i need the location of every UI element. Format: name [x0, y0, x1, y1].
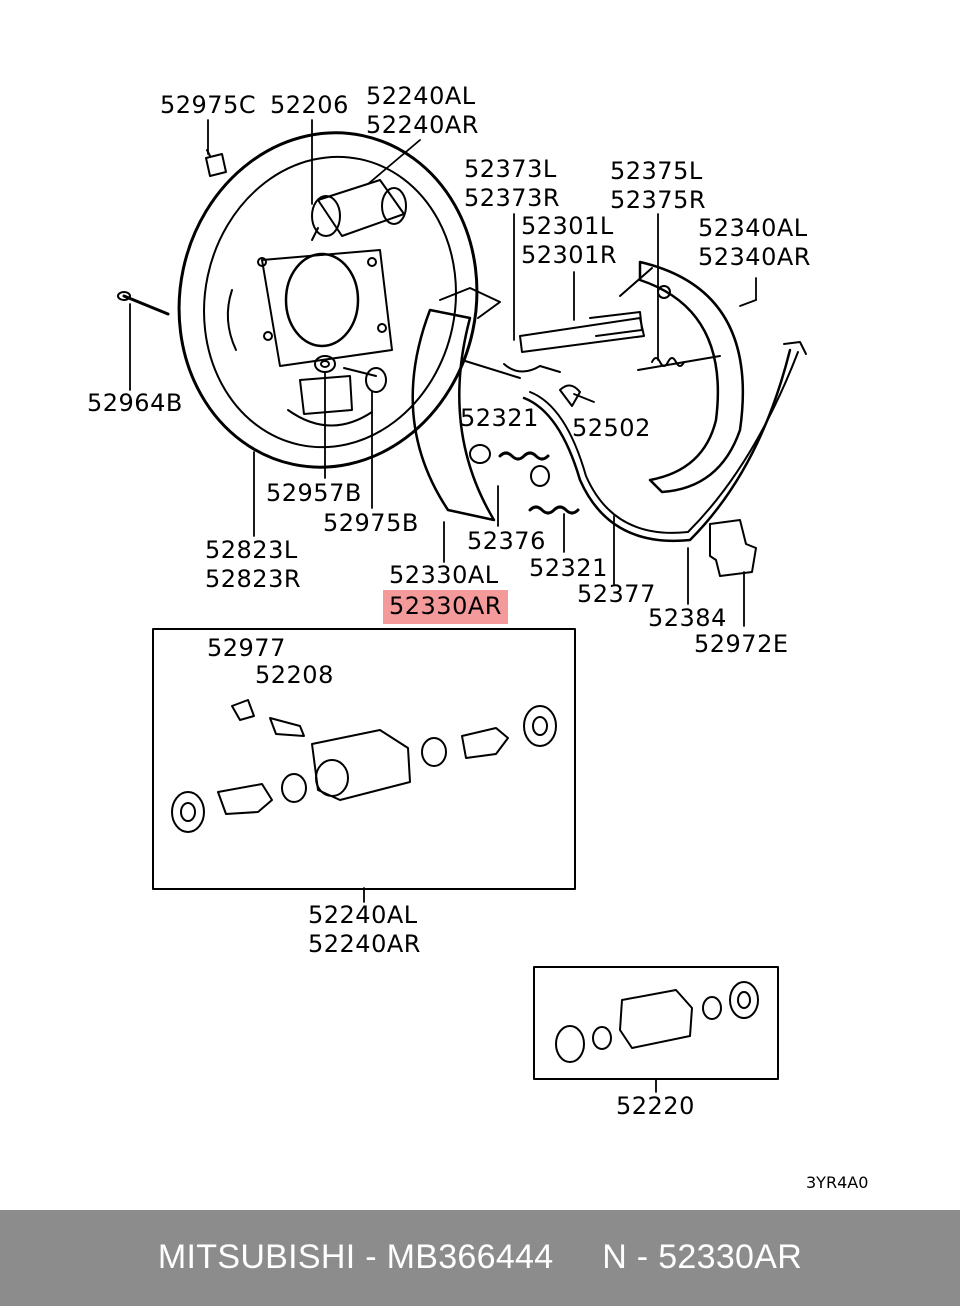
footer-separator-2: -	[627, 1238, 659, 1276]
washer-52957B	[314, 355, 336, 373]
brake-assembly-drawing	[117, 119, 807, 1093]
bleeder-cap-52975C	[205, 149, 227, 177]
callout-52208: 52208	[255, 661, 334, 689]
callout-52975C: 52975C	[160, 91, 257, 119]
highlighted-part-52330AR: 52330AR	[383, 590, 508, 624]
pin-52964B	[117, 291, 170, 316]
callout-52206: 52206	[270, 91, 349, 119]
repair-kit-box	[533, 966, 779, 1080]
brake-shoe-52330A	[411, 287, 521, 522]
callout-52972E: 52972E	[694, 630, 789, 658]
footer-n: N	[602, 1238, 628, 1276]
bracket-52972E	[709, 519, 757, 577]
callout-52964B: 52964B	[87, 389, 183, 417]
adjuster-strut-52301	[503, 311, 645, 373]
callout-52384: 52384	[648, 604, 727, 632]
callout-52975B: 52975B	[323, 509, 419, 537]
callout-52376: 52376	[467, 527, 546, 555]
backing-plate	[177, 131, 479, 469]
bolt-52975B	[343, 367, 387, 393]
diagram-code: 3YR4A0	[806, 1173, 869, 1192]
callout-52502: 52502	[572, 414, 651, 442]
footer-separator: -	[355, 1238, 387, 1276]
callout-52321-lower: 52321	[529, 554, 608, 582]
callout-52377: 52377	[577, 580, 656, 608]
wheel-cylinder-on-plate	[311, 179, 407, 241]
footer-ref: 52330AR	[658, 1238, 803, 1276]
callout-52321-upper: 52321	[460, 404, 539, 432]
footer-gap	[553, 1238, 602, 1276]
leader-lines	[129, 119, 757, 1093]
callout-52957B: 52957B	[266, 479, 362, 507]
wheel-cylinder-exploded-box	[152, 628, 576, 890]
spring-52377	[528, 505, 580, 515]
brake-shoe-52340A	[619, 260, 745, 494]
callout-52220: 52220	[616, 1092, 695, 1120]
footer-part-number: MB366444	[386, 1238, 554, 1276]
footer-bar: MITSUBISHI - MB366444 N - 52330AR	[0, 1210, 960, 1306]
parking-cable-52384	[522, 341, 807, 543]
callout-52977: 52977	[207, 634, 286, 662]
footer-brand: MITSUBISHI	[157, 1238, 356, 1276]
footer-caption: MITSUBISHI - MB366444 N - 52330AR	[0, 1238, 960, 1277]
clip-52502	[559, 384, 581, 407]
return-spring-52375	[637, 355, 721, 371]
spring-52376	[469, 444, 550, 487]
